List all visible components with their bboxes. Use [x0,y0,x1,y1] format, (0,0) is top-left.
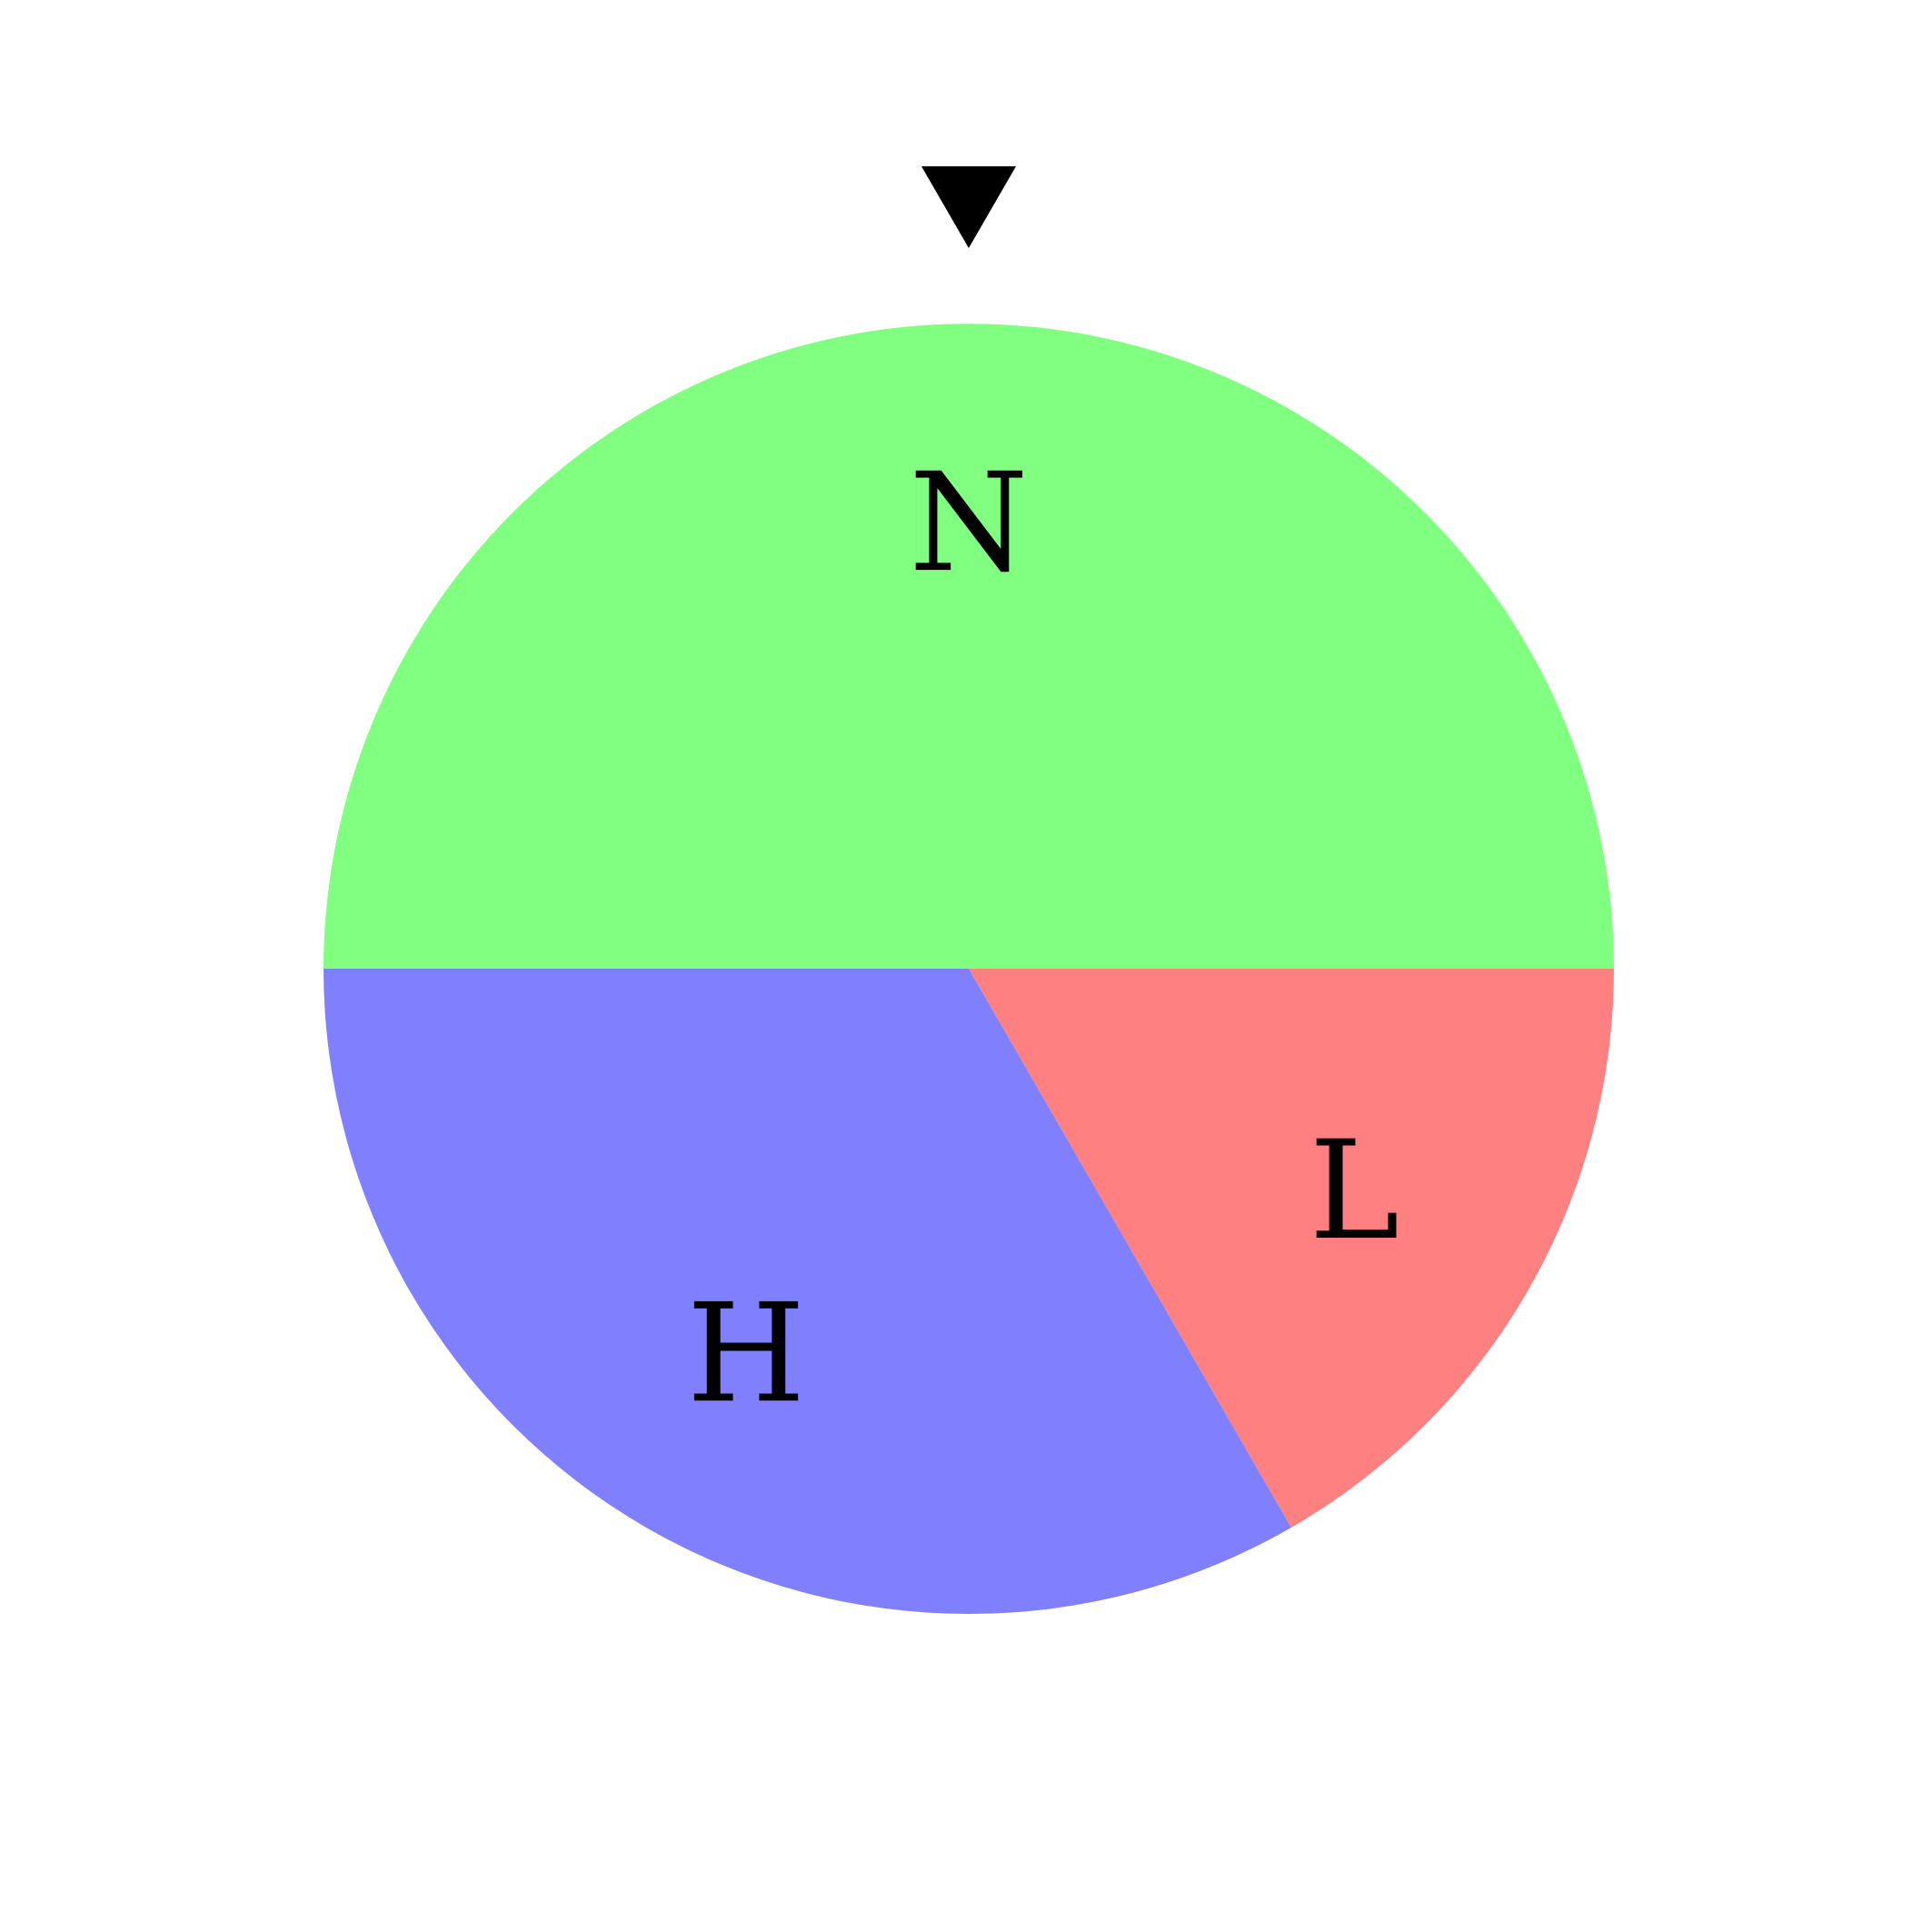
sector-n-label: N [909,444,1028,603]
sector-l [969,969,1614,1528]
sector-h-label: H [687,1275,806,1433]
sector-n [324,324,1614,970]
spinner-wheel [324,324,1614,1614]
sector-l-label: L [1309,1112,1399,1270]
sector-h [324,969,1291,1614]
down-triangle-pointer-icon [921,166,1016,248]
